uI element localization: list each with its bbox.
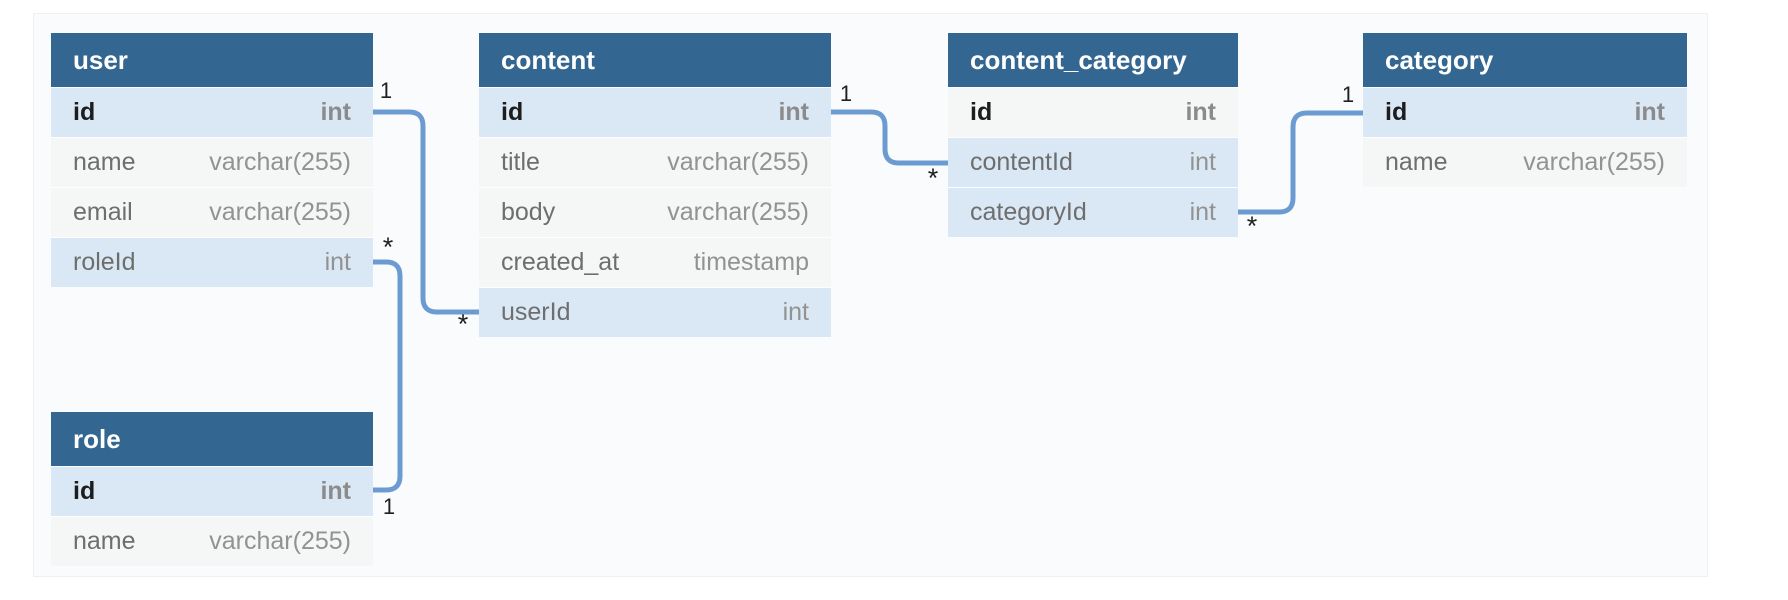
connector-user-id-to-content-userid[interactable] — [373, 109, 479, 315]
cardinality-label-user-roleid: * — [382, 232, 394, 262]
column-row-user-email[interactable]: email varchar(255) — [51, 187, 373, 237]
column-type: varchar(255) — [1523, 148, 1665, 176]
table-content[interactable]: content id int title varchar(255) body v… — [479, 33, 831, 337]
column-name: name — [73, 527, 136, 555]
column-name: name — [73, 148, 136, 176]
column-name: roleId — [73, 248, 136, 276]
table-content-category-header[interactable]: content_category — [948, 33, 1238, 87]
table-content-header[interactable]: content — [479, 33, 831, 87]
cardinality-label-role-id: 1 — [382, 494, 396, 519]
column-row-category-id[interactable]: id int — [1363, 87, 1687, 137]
cardinality-label-category-id: 1 — [1341, 82, 1355, 107]
column-type: int — [782, 298, 809, 326]
column-name: id — [73, 98, 96, 126]
cardinality-label-contentcategory-contentid: * — [927, 163, 939, 193]
column-row-content-title[interactable]: title varchar(255) — [479, 137, 831, 187]
column-name: created_at — [501, 248, 620, 276]
column-type: int — [1189, 198, 1216, 226]
cardinality-label-contentcategory-categoryid: * — [1246, 211, 1258, 241]
table-user[interactable]: user id int name varchar(255) email varc… — [51, 33, 373, 287]
column-name: userId — [501, 298, 571, 326]
column-type: int — [1185, 98, 1216, 126]
column-type: varchar(255) — [209, 148, 351, 176]
column-row-content-userid[interactable]: userId int — [479, 287, 831, 337]
column-type: int — [1189, 148, 1216, 176]
column-type: int — [1634, 98, 1665, 126]
column-row-user-roleid[interactable]: roleId int — [51, 237, 373, 287]
table-role-header[interactable]: role — [51, 412, 373, 466]
column-row-user-id[interactable]: id int — [51, 87, 373, 137]
column-row-content-id[interactable]: id int — [479, 87, 831, 137]
column-type: varchar(255) — [667, 198, 809, 226]
column-name: name — [1385, 148, 1448, 176]
column-row-category-name[interactable]: name varchar(255) — [1363, 137, 1687, 187]
cardinality-label-content-userid: * — [457, 309, 469, 339]
column-name: id — [501, 98, 524, 126]
column-name: contentId — [970, 148, 1073, 176]
table-name: user — [73, 45, 128, 75]
column-row-content-created-at[interactable]: created_at timestamp — [479, 237, 831, 287]
table-category[interactable]: category id int name varchar(255) — [1363, 33, 1687, 187]
column-name: id — [1385, 98, 1408, 126]
table-name: content — [501, 45, 595, 75]
column-row-content-body[interactable]: body varchar(255) — [479, 187, 831, 237]
connector-contentcategory-categoryid-to-category-id[interactable] — [1238, 110, 1363, 215]
column-type: varchar(255) — [209, 527, 351, 555]
table-role[interactable]: role id int name varchar(255) — [51, 412, 373, 566]
column-row-contentcategory-contentid[interactable]: contentId int — [948, 137, 1238, 187]
table-name: content_category — [970, 45, 1187, 75]
connector-user-roleid-to-role-id[interactable] — [373, 259, 403, 493]
connector-content-id-to-contentcategory-contentid[interactable] — [831, 109, 948, 166]
column-type: timestamp — [693, 248, 809, 276]
column-name: id — [970, 98, 993, 126]
cardinality-label-content-id: 1 — [839, 81, 853, 106]
column-row-role-name[interactable]: name varchar(255) — [51, 516, 373, 566]
table-user-header[interactable]: user — [51, 33, 373, 87]
column-name: email — [73, 198, 133, 226]
table-content-category[interactable]: content_category id int contentId int ca… — [948, 33, 1238, 237]
table-name: role — [73, 424, 121, 454]
column-row-contentcategory-id[interactable]: id int — [948, 87, 1238, 137]
column-type: int — [320, 477, 351, 505]
column-type: varchar(255) — [667, 148, 809, 176]
column-name: title — [501, 148, 540, 176]
column-row-contentcategory-categoryid[interactable]: categoryId int — [948, 187, 1238, 237]
column-name: categoryId — [970, 198, 1087, 226]
column-row-role-id[interactable]: id int — [51, 466, 373, 516]
cardinality-label-user-id: 1 — [379, 78, 393, 103]
table-name: category — [1385, 45, 1494, 75]
column-row-user-name[interactable]: name varchar(255) — [51, 137, 373, 187]
column-name: body — [501, 198, 556, 226]
column-type: int — [778, 98, 809, 126]
column-type: int — [320, 98, 351, 126]
column-name: id — [73, 477, 96, 505]
column-type: varchar(255) — [209, 198, 351, 226]
table-category-header[interactable]: category — [1363, 33, 1687, 87]
column-type: int — [324, 248, 351, 276]
